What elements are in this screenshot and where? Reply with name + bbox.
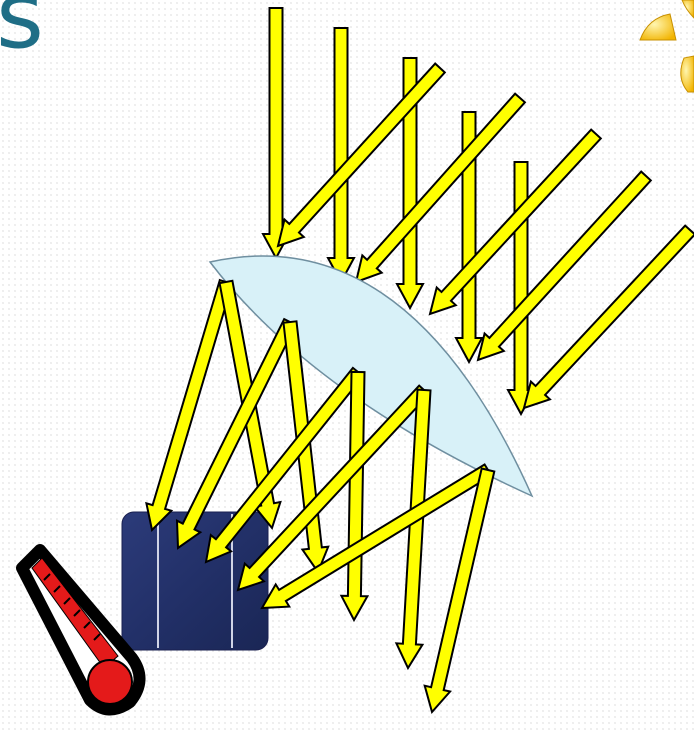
incoming-diagonal-arrow <box>276 62 447 248</box>
reflected-arrow <box>204 366 365 564</box>
incoming-light-arrows <box>261 7 694 417</box>
reflected-arrow <box>339 370 370 623</box>
reflected-arrow <box>236 384 431 592</box>
thermometer-icon <box>16 544 146 716</box>
reflected-arrow <box>423 467 496 715</box>
sun-icon <box>639 0 694 93</box>
solar-cell <box>121 511 269 651</box>
incoming-diagonal-arrow <box>522 224 694 410</box>
reflected-arrow <box>145 278 234 533</box>
incoming-diagonal-arrow <box>476 170 653 362</box>
incoming-vertical-arrow <box>326 27 356 285</box>
reflected-arrow <box>394 388 432 671</box>
reflected-arrow <box>175 317 298 550</box>
reflected-arrow <box>260 463 493 610</box>
title-fragment: s <box>0 0 44 69</box>
incoming-diagonal-arrow <box>354 92 527 284</box>
incoming-vertical-arrow <box>261 7 291 261</box>
reflected-light-arrows <box>145 278 496 715</box>
incoming-diagonal-arrow <box>428 128 603 316</box>
